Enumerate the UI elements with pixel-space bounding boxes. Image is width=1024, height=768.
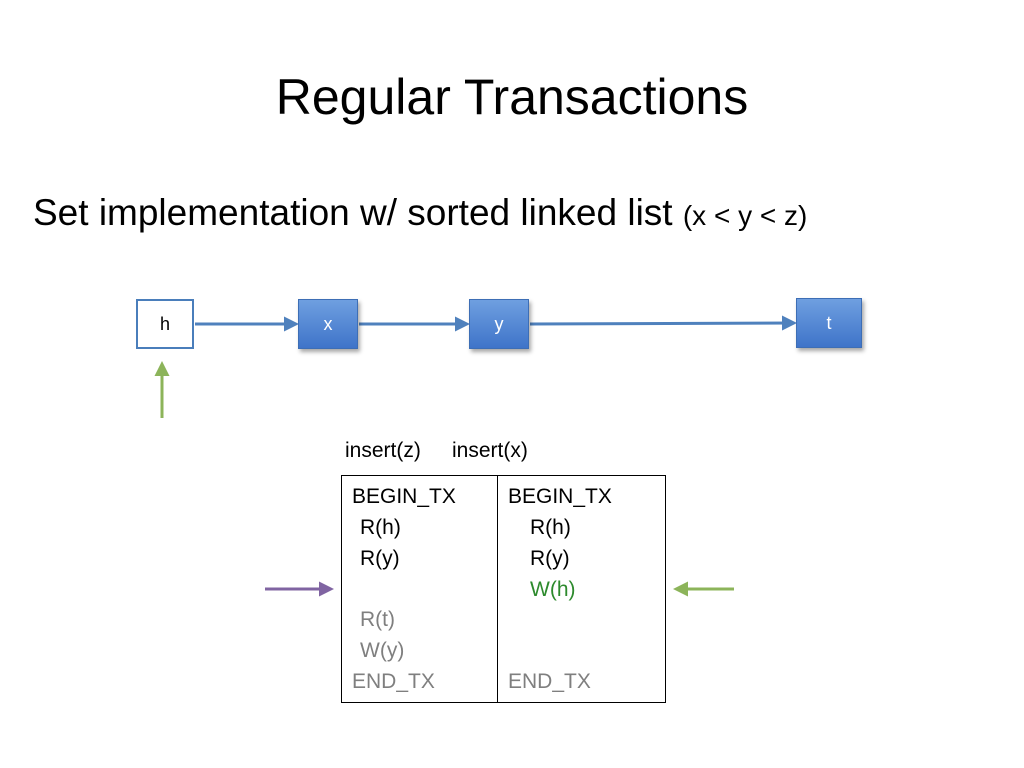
op-begin-tx: BEGIN_TX: [352, 485, 456, 508]
list-node-x: x: [298, 299, 358, 349]
op-write-y: W(y): [360, 639, 405, 662]
slide-subtitle: Set implementation w/ sorted linked list…: [33, 188, 807, 241]
node-label: x: [323, 313, 333, 334]
list-node-h: h: [136, 299, 194, 349]
op-read-y: R(y): [530, 547, 570, 570]
tx-column-right: BEGIN_TX R(h) R(y) W(h) END_TX: [498, 476, 664, 702]
slide-title: Regular Transactions: [275, 69, 749, 125]
list-node-t: t: [796, 298, 862, 348]
subtitle-note: (x < y < z): [682, 200, 808, 231]
transaction-table: BEGIN_TX R(h) R(y) R(t) W(y) END_TX BEGI…: [341, 475, 666, 703]
tx-column-left: BEGIN_TX R(h) R(y) R(t) W(y) END_TX: [342, 476, 498, 702]
subtitle-main: Set implementation w/ sorted linked list: [33, 192, 683, 233]
op-write-h: W(h): [530, 578, 576, 601]
tx-header-left: insert(z): [345, 439, 421, 462]
op-read-y: R(y): [360, 547, 400, 570]
op-read-h: R(h): [360, 516, 401, 539]
op-end-tx: END_TX: [508, 670, 591, 693]
node-label: t: [826, 313, 832, 333]
node-label: y: [494, 313, 504, 334]
node-label: h: [159, 313, 170, 334]
op-begin-tx: BEGIN_TX: [508, 485, 612, 508]
arrow-y-to-t: [529, 315, 797, 331]
op-read-h: R(h): [530, 516, 571, 539]
tx-header-right: insert(x): [452, 439, 528, 462]
op-read-t: R(t): [360, 608, 395, 631]
list-node-y: y: [469, 299, 529, 349]
op-end-tx: END_TX: [352, 670, 435, 693]
